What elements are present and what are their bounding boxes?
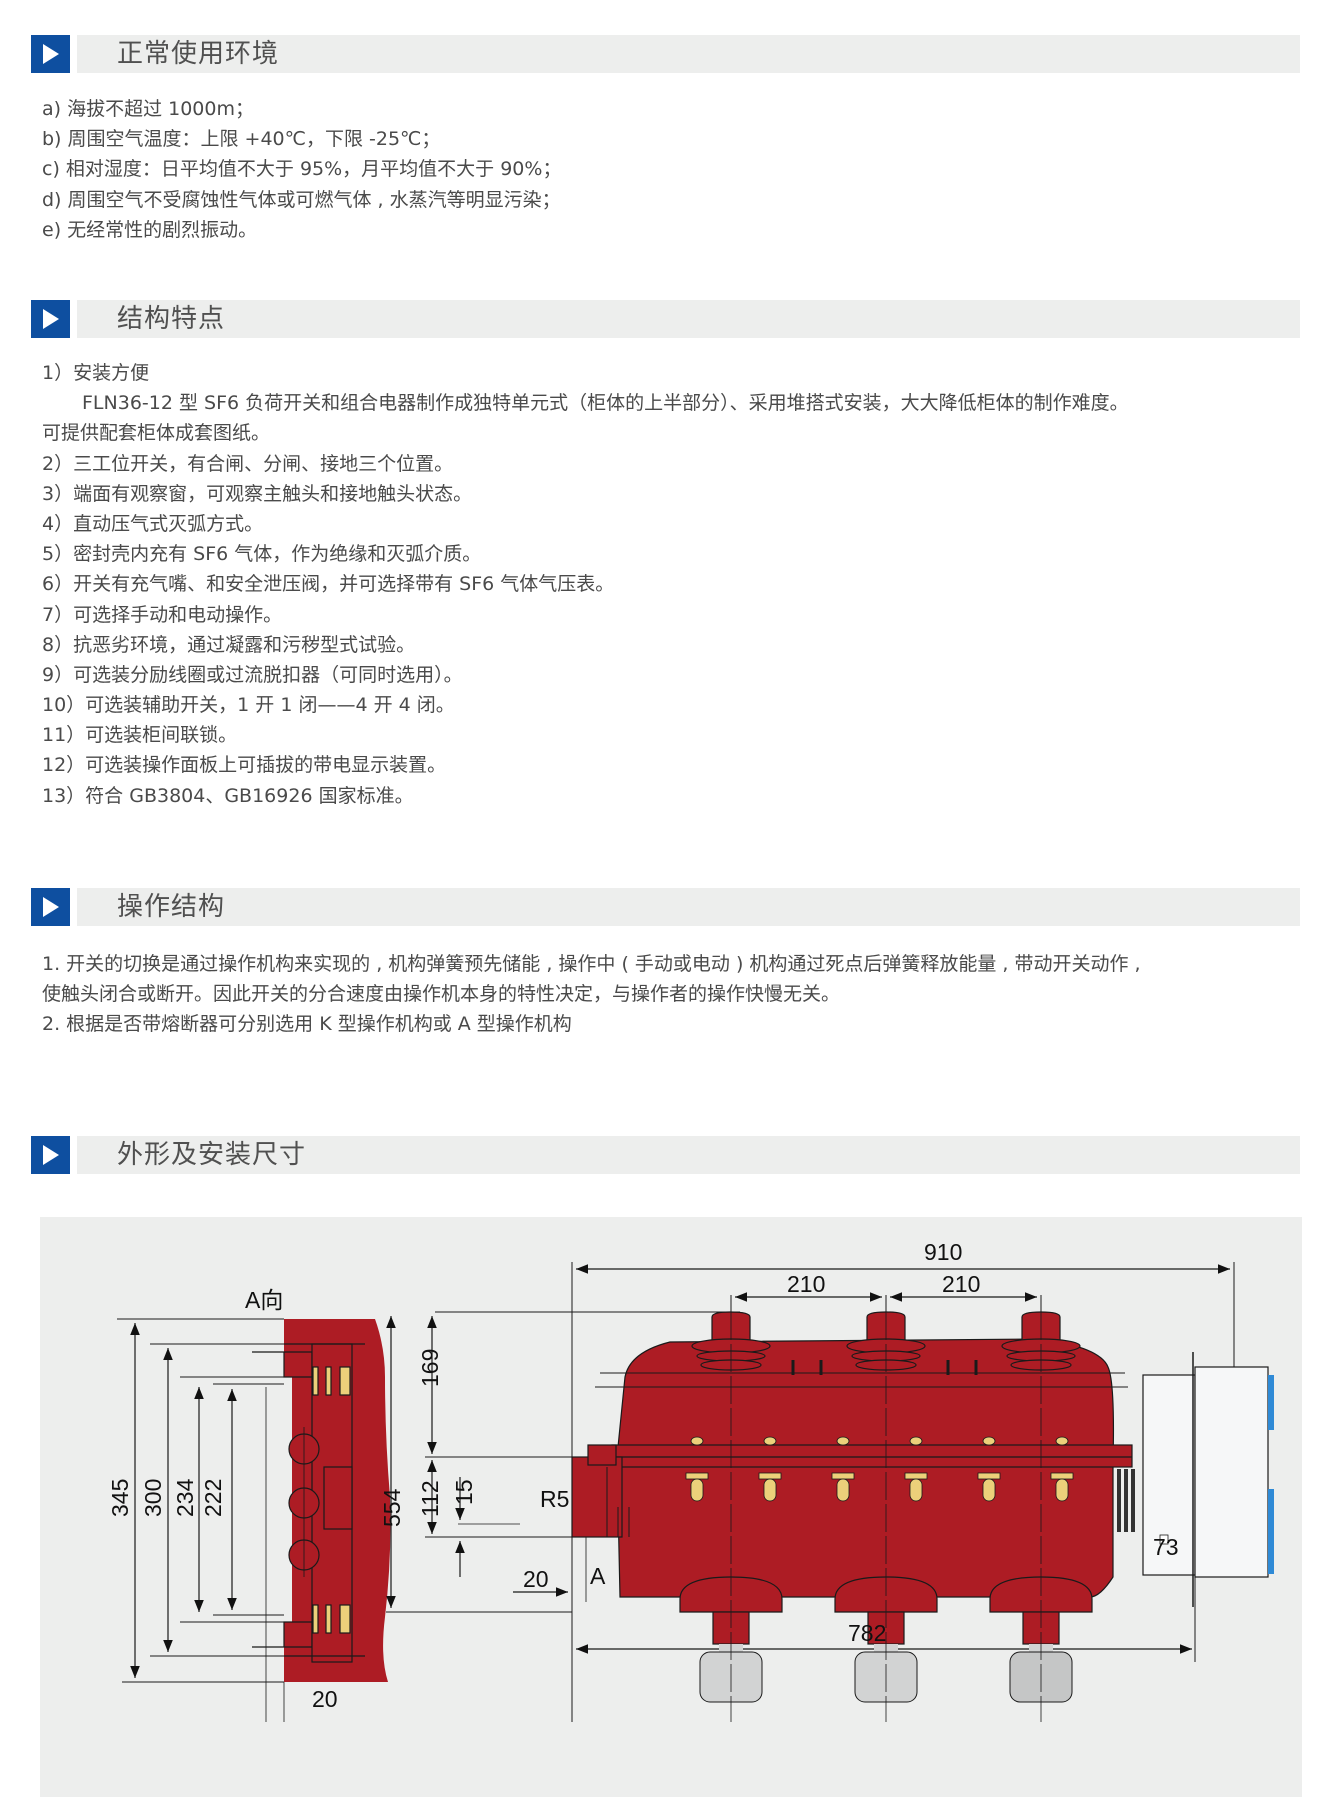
play-arrow-icon (31, 300, 70, 338)
dim-15: 15 (451, 1479, 477, 1505)
dim-300: 300 (140, 1479, 166, 1517)
section-header-environment: 正常使用环境 (31, 35, 1300, 73)
header-bar (77, 300, 1300, 338)
dim-20-side: 20 (312, 1686, 338, 1712)
dim-554: 554 (379, 1488, 405, 1527)
list-item: d) 周围空气不受腐蚀性气体或可燃气体 , 水蒸汽等明显污染； (42, 188, 561, 211)
arrow-a-label: A (590, 1563, 606, 1589)
list-item: 1）安装方便 (42, 362, 150, 384)
dim-210-left: 210 (787, 1271, 825, 1297)
play-arrow-icon (31, 35, 70, 73)
dimension-drawing-panel: A向 345 300 234 222 20 (40, 1217, 1302, 1797)
features-list: 1）安装方便 FLN36-12 型 SF6 负荷开关和组合电器制作成独特单元式（… (42, 358, 1129, 811)
play-arrow-icon (31, 1136, 70, 1174)
section-title: 结构特点 (117, 304, 226, 334)
header-bar (77, 1136, 1300, 1174)
technical-drawing: A向 345 300 234 222 20 (107, 1239, 1274, 1722)
dim-234: 234 (172, 1478, 198, 1517)
list-item: 6）开关有充气嘴、和安全泄压阀，并可选择带有 SF6 气体气压表。 (42, 573, 615, 596)
list-item: 8）抗恶劣环境，通过凝露和污秽型式试验。 (42, 633, 416, 656)
dim-20-front: 20 (523, 1566, 549, 1592)
dim-345: 345 (107, 1479, 133, 1517)
dim-210-right: 210 (942, 1271, 980, 1297)
list-item: 7）可选择手动和电动操作。 (42, 603, 283, 626)
list-item: a) 海拔不超过 1000m； (42, 98, 254, 120)
dim-73: 73 (1153, 1534, 1179, 1560)
operation-text: 1. 开关的切换是通过操作机构来实现的 , 机构弹簧预先储能 , 操作中 ( 手… (42, 949, 1141, 1040)
list-item: 可提供配套柜体成套图纸。 (42, 422, 271, 445)
list-item: 4）直动压气式灭弧方式。 (42, 512, 264, 535)
environment-list: a) 海拔不超过 1000m； b) 周围空气温度：上限 +40℃，下限 -25… (42, 94, 561, 245)
section-title: 正常使用环境 (117, 39, 280, 69)
list-item: 12）可选装操作面板上可插拔的带电显示装置。 (42, 754, 447, 777)
list-item: 2）三工位开关，有合闸、分闸、接地三个位置。 (42, 452, 454, 475)
header-bar (77, 888, 1300, 926)
dim-782: 782 (848, 1620, 886, 1646)
list-item: 3）端面有观察窗，可观察主触头和接地触头状态。 (42, 482, 473, 505)
dim-910: 910 (924, 1239, 962, 1265)
section-header-dimensions: 外形及安装尺寸 (31, 1136, 1300, 1174)
dim-169: 169 (417, 1349, 443, 1387)
list-item: c) 相对湿度：日平均值不大于 95%，月平均值不大于 90%； (42, 158, 562, 181)
section-header-features: 结构特点 (31, 300, 1300, 338)
section-header-operation: 操作结构 (31, 888, 1300, 926)
paragraph-line: 2. 根据是否带熔断器可分别选用 K 型操作机构或 A 型操作机构 (42, 1013, 572, 1036)
list-item: 10）可选装辅助开关，1 开 1 闭——4 开 4 闭。 (42, 694, 455, 717)
dim-r5: R5 (540, 1486, 569, 1512)
view-label: A向 (245, 1287, 283, 1313)
play-arrow-icon (31, 888, 70, 926)
front-view (386, 1262, 1274, 1722)
list-item: 5）密封壳内充有 SF6 气体，作为绝缘和灭弧介质。 (42, 543, 482, 566)
header-bar (77, 35, 1300, 73)
list-item: e) 无经常性的剧烈振动。 (42, 218, 258, 241)
list-item: 11）可选装柜间联锁。 (42, 724, 238, 747)
dim-222: 222 (200, 1479, 226, 1517)
list-item: FLN36-12 型 SF6 负荷开关和组合电器制作成独特单元式（柜体的上半部分… (82, 392, 1129, 415)
section-title: 操作结构 (117, 892, 226, 922)
paragraph-line: 1. 开关的切换是通过操作机构来实现的 , 机构弹簧预先储能 , 操作中 ( 手… (42, 953, 1141, 975)
dim-112: 112 (417, 1480, 443, 1517)
list-item: 9）可选装分励线圈或过流脱扣器（可同时选用）。 (42, 663, 463, 686)
section-title: 外形及安装尺寸 (117, 1140, 307, 1170)
list-item: b) 周围空气温度：上限 +40℃，下限 -25℃； (42, 128, 441, 151)
paragraph-line: 使触头闭合或断开。因此开关的分合速度由操作机本身的特性决定，与操作者的操作快慢无… (42, 983, 841, 1006)
side-view (117, 1318, 391, 1722)
list-item: 13）符合 GB3804、GB16926 国家标准。 (42, 784, 414, 807)
